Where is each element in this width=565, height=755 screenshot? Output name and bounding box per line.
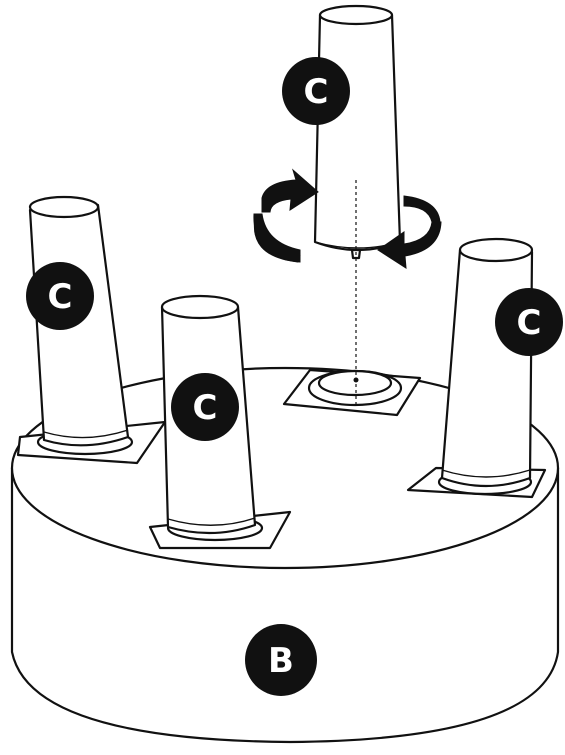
label-badge-leg-top: C	[282, 57, 350, 125]
label-badge-leg-back-left: C	[26, 262, 94, 330]
label-base: B	[268, 641, 294, 681]
label-leg-top: C	[304, 72, 329, 112]
label-badge-leg-right: C	[495, 288, 563, 356]
label-leg-right: C	[517, 303, 542, 343]
label-badge-leg-front-left: C	[171, 373, 239, 441]
center-mount	[282, 368, 422, 417]
base-cylinder	[10, 366, 560, 744]
label-leg-back-left: C	[48, 277, 73, 317]
rotate-arrow-icon	[253, 168, 319, 263]
label-leg-front-left: C	[193, 388, 218, 428]
rotate-arrow-icon	[377, 195, 442, 269]
label-badge-base: B	[245, 624, 317, 696]
